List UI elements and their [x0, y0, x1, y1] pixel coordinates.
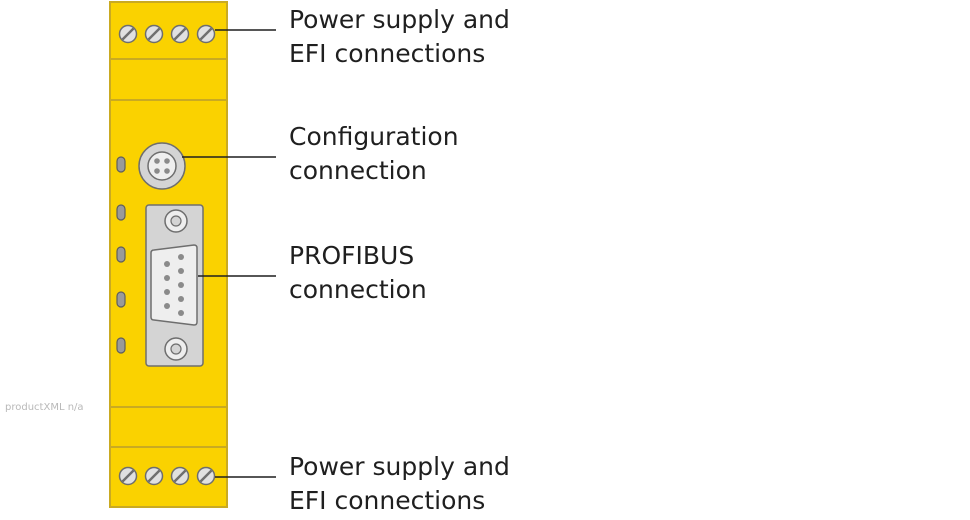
screw-terminal-icon: [170, 24, 190, 44]
configuration-port-icon: [138, 142, 186, 190]
led-indicator: [116, 204, 126, 221]
led-indicator: [116, 246, 126, 263]
screw-terminal-icon: [118, 24, 138, 44]
profibus-port-icon: [145, 204, 204, 367]
led-indicator: [116, 156, 126, 173]
callout-bottom-power-line2: EFI connections: [289, 486, 486, 515]
watermark-text: productXML n/a: [5, 402, 84, 413]
screw-terminal-icon: [196, 24, 216, 44]
callout-profibus-line2: connection: [289, 275, 427, 304]
callout-top-power: Power supply and EFI connections: [289, 3, 510, 71]
callout-configuration: Configuration connection: [289, 120, 459, 188]
callout-bottom-power: Power supply and EFI connections: [289, 450, 510, 518]
status-leds: [116, 156, 126, 354]
led-indicator: [116, 337, 126, 354]
screw-terminal-icon: [118, 466, 138, 486]
bottom-terminal-screws: [118, 466, 216, 486]
screw-terminal-icon: [144, 466, 164, 486]
callout-top-power-line2: EFI connections: [289, 39, 486, 68]
callout-configuration-line1: Configuration: [289, 122, 459, 151]
screw-terminal-icon: [144, 24, 164, 44]
callout-profibus: PROFIBUS connection: [289, 239, 427, 307]
led-indicator: [116, 291, 126, 308]
callout-profibus-line1: PROFIBUS: [289, 241, 415, 270]
callout-configuration-line2: connection: [289, 156, 427, 185]
top-terminal-screws: [118, 24, 216, 44]
screw-terminal-icon: [170, 466, 190, 486]
callout-top-power-line1: Power supply and: [289, 5, 510, 34]
screw-terminal-icon: [196, 466, 216, 486]
callout-bottom-power-line1: Power supply and: [289, 452, 510, 481]
